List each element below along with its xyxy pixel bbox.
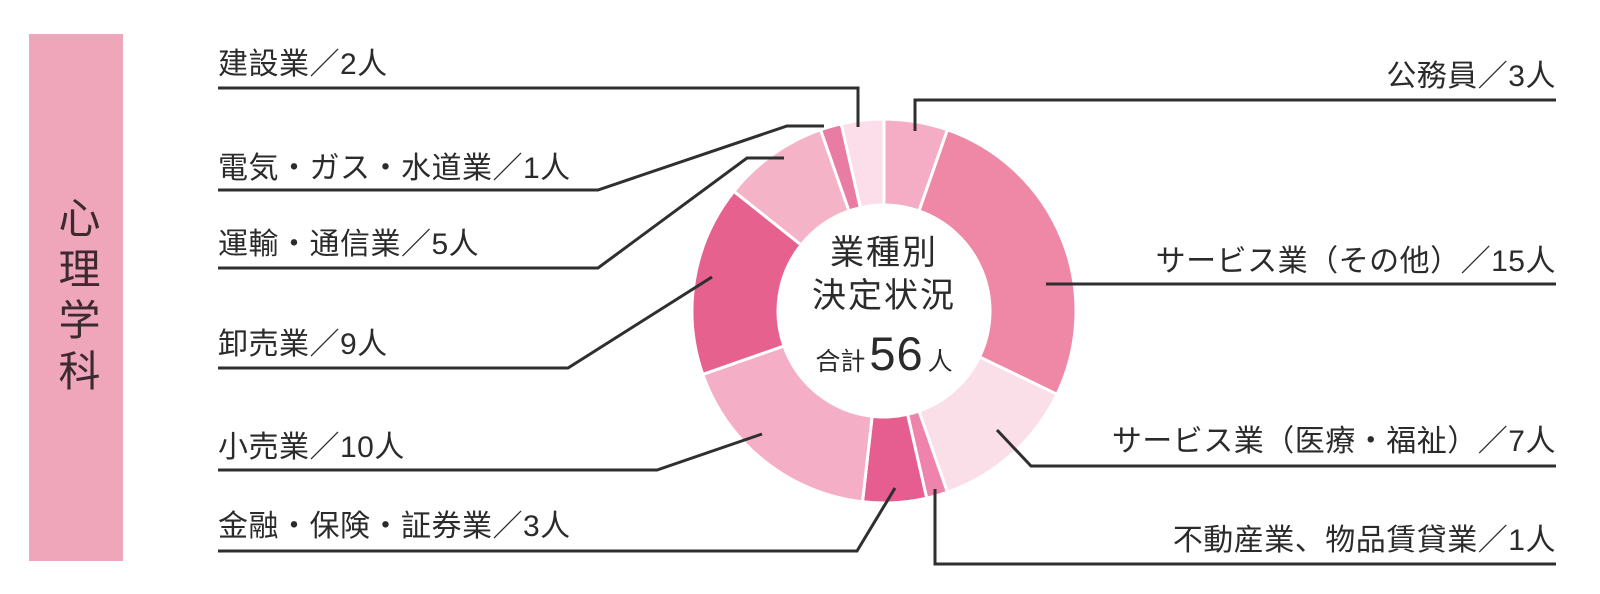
leader-construction bbox=[218, 86, 860, 127]
callout-service-other: サービス業（その他）／15人 bbox=[1155, 245, 1556, 278]
department-label: 心理学科 bbox=[53, 195, 100, 400]
leader-utilities bbox=[218, 124, 824, 192]
leader-transport bbox=[218, 156, 784, 270]
callout-transport: 運輸・通信業／5人 bbox=[218, 228, 480, 261]
donut-center-text: 業種別 決定状況 合計 56 人 bbox=[734, 232, 1034, 381]
leader-public-servant bbox=[913, 98, 1556, 131]
callout-utilities: 電気・ガス・水道業／1人 bbox=[218, 152, 571, 185]
callout-real-estate: 不動産業、物品賃貸業／1人 bbox=[1172, 524, 1556, 557]
leader-lines-group bbox=[218, 86, 1556, 566]
callout-retail: 小売業／10人 bbox=[218, 431, 405, 464]
leader-wholesale bbox=[218, 275, 713, 370]
center-total: 合計 56 人 bbox=[734, 326, 1034, 381]
donut-segment-1 bbox=[917, 128, 1078, 396]
leader-real-estate bbox=[933, 489, 1556, 566]
callout-service-medical: サービス業（医療・福祉）／7人 bbox=[1111, 425, 1556, 458]
total-prefix: 合計 bbox=[815, 348, 866, 376]
callout-finance: 金融・保険・証券業／3人 bbox=[218, 510, 571, 543]
callout-public-servant: 公務員／3人 bbox=[1386, 60, 1556, 93]
leader-service-medical bbox=[995, 428, 1556, 468]
callout-wholesale: 卸売業／9人 bbox=[218, 328, 388, 361]
center-title-line1: 業種別 bbox=[830, 234, 938, 272]
center-title-line2: 決定状況 bbox=[812, 277, 956, 315]
leader-finance bbox=[218, 487, 897, 553]
callout-construction: 建設業／2人 bbox=[218, 48, 388, 81]
leader-retail bbox=[218, 432, 763, 472]
department-bar: 心理学科 bbox=[29, 34, 123, 561]
donut-ring bbox=[690, 117, 1078, 505]
total-unit: 人 bbox=[927, 348, 953, 376]
total-value: 56 bbox=[869, 327, 924, 380]
donut-segment-5 bbox=[701, 344, 874, 504]
donut-segment-9 bbox=[839, 117, 886, 210]
